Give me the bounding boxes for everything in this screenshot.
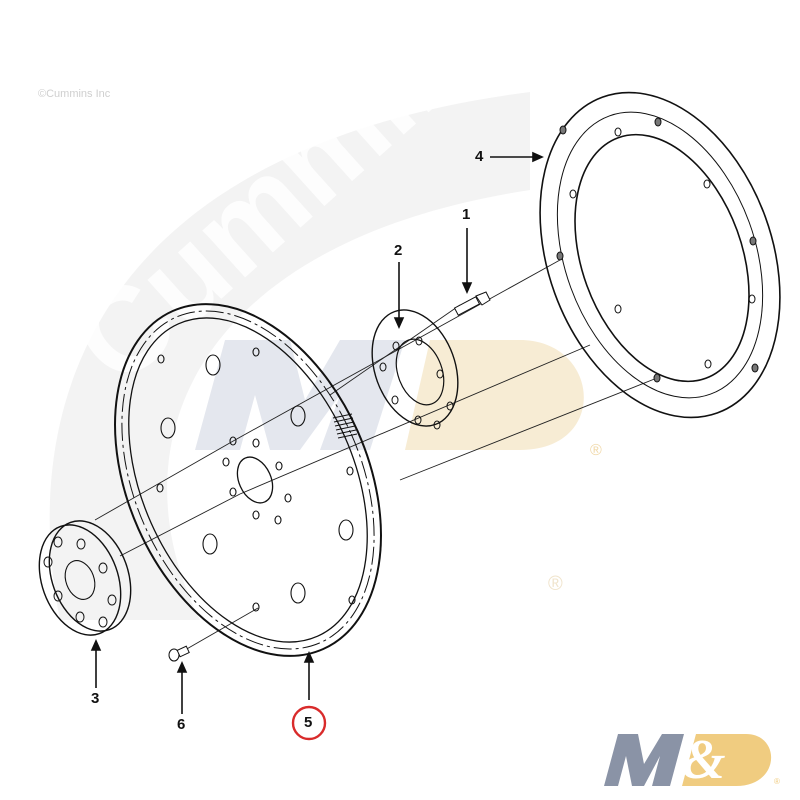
callout-4[interactable]: 4 <box>475 148 484 165</box>
logo-d-shape <box>682 734 772 786</box>
svg-text:®: ® <box>548 573 563 595</box>
callout-3[interactable]: 3 <box>91 690 100 707</box>
svg-text:®: ® <box>590 442 602 459</box>
part-1-capscrew <box>453 291 491 316</box>
part-6-capscrew <box>168 645 190 662</box>
md-logo: & ® <box>604 729 780 788</box>
ring-gear-teeth <box>332 413 358 439</box>
copyright-notice: ©Cummins Inc <box>38 88 111 100</box>
leader-arrows <box>90 151 544 714</box>
callout-5[interactable]: 5 <box>304 714 313 731</box>
svg-text:®: ® <box>774 777 780 786</box>
part-3-adapter-plate <box>38 520 132 636</box>
part-5-flexplate <box>114 303 382 657</box>
highlight-ring-part-5 <box>291 705 327 741</box>
callout-6[interactable]: 6 <box>177 716 186 733</box>
logo-m-shape <box>604 734 684 786</box>
callout-2[interactable]: 2 <box>394 242 403 259</box>
part-4-housing-ring <box>539 91 781 419</box>
part-2-washer-plate <box>371 309 459 430</box>
svg-text:&: & <box>682 729 726 788</box>
callout-1[interactable]: 1 <box>462 206 471 223</box>
